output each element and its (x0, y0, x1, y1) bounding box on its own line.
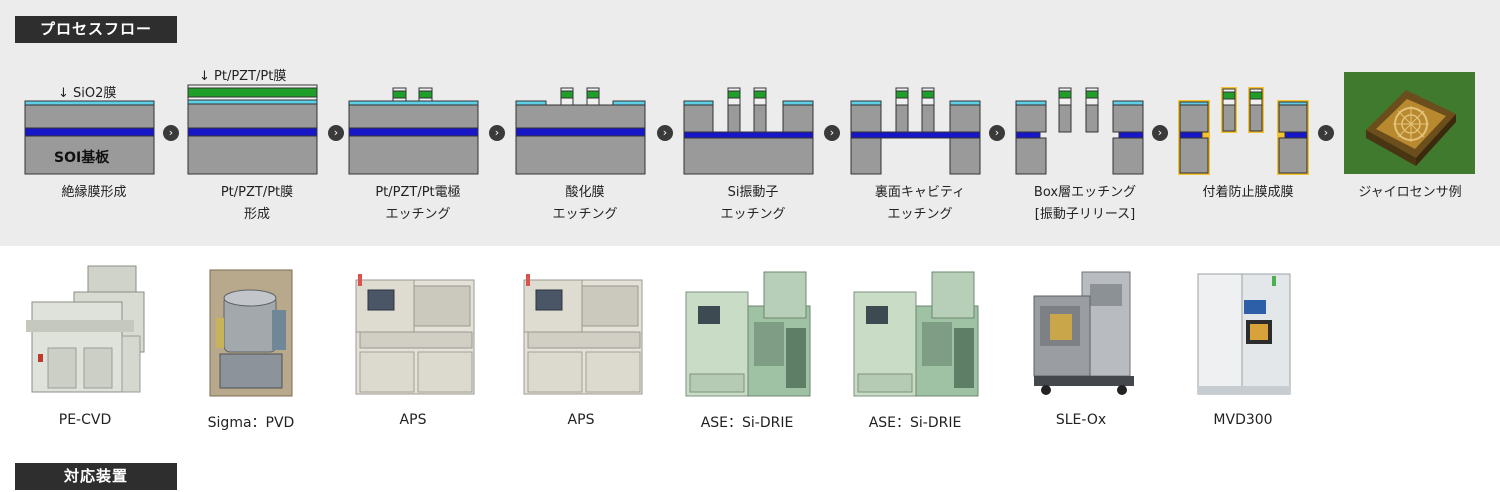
cross-section-diagram (348, 87, 479, 175)
equipment-pe-cvd: PE-CVD (10, 262, 160, 452)
step-box-layer-etching: Box層エッチング[振動子リリース] (1015, 60, 1155, 240)
equipment-aps-1: APS (338, 262, 488, 452)
step-gyro-example: ジャイロセンサ例 (1340, 60, 1480, 240)
equipment-name: SLE-Ox (1055, 412, 1107, 428)
step-oxide-etching: 酸化膜エッチング (515, 60, 655, 240)
equipment-name: Sigma：PVD (207, 415, 295, 431)
equipment-name: ASE：Si-DRIE (868, 415, 962, 431)
step-caption: Si振動子エッチング (720, 185, 786, 222)
cross-section-diagram (1015, 87, 1144, 175)
step-caption: 裏面キャビティエッチング (874, 185, 966, 222)
gyro-sensor-photo (1344, 72, 1475, 174)
equipment-name: ASE：Si-DRIE (700, 415, 794, 431)
chevron-right-icon: › (824, 125, 840, 141)
cross-section-diagram (1178, 87, 1309, 175)
chevron-right-icon: › (489, 125, 505, 141)
chevron-right-icon: › (1318, 125, 1334, 141)
cross-section-diagram (24, 100, 155, 175)
equipment-photo (209, 269, 293, 397)
step-insulating-film: ↓ SiO2膜 SOI基板 絶縁膜形成 (24, 60, 164, 240)
step-caption: Box層エッチング[振動子リリース] (1033, 185, 1137, 222)
equipment-header: 対応装置 (15, 463, 177, 490)
chevron-right-icon: › (657, 125, 673, 141)
equipment-photo (355, 274, 475, 395)
pzt-annotation: ↓ Pt/PZT/Pt膜 (199, 69, 287, 84)
step-pzt-film: ↓ Pt/PZT/Pt膜 Pt/PZT/Pt膜形成 (187, 60, 327, 240)
equipment-photo (523, 274, 643, 395)
equipment-ase-2: ASE：Si-DRIE (840, 262, 990, 452)
cross-section-diagram (515, 87, 646, 175)
cross-section-diagram (850, 87, 981, 175)
equipment-mvd300: MVD300 (1168, 262, 1318, 452)
step-electrode-etching: Pt/PZT/Pt電極エッチング (348, 60, 488, 240)
step-caption: Pt/PZT/Pt膜形成 (220, 185, 294, 222)
cross-section-diagram (187, 84, 318, 175)
step-caption: 絶縁膜形成 (61, 185, 127, 200)
chevron-right-icon: › (163, 125, 179, 141)
chevron-right-icon: › (1152, 125, 1168, 141)
equipment-sle-ox: SLE-Ox (1006, 262, 1156, 452)
step-si-resonator-etching: Si振動子エッチング (683, 60, 823, 240)
equipment-photo (1033, 271, 1134, 395)
equipment-photo (26, 265, 145, 393)
equipment-photo (853, 271, 979, 397)
equipment-name: PE-CVD (58, 412, 112, 428)
equipment-ase-1: ASE：Si-DRIE (672, 262, 822, 452)
substrate-label: SOI基板 (54, 150, 110, 166)
equipment-photo (1197, 273, 1291, 395)
step-anti-stiction-coating: 付着防止膜成膜 (1178, 60, 1318, 240)
cross-section-diagram (683, 87, 814, 175)
equipment-name: MVD300 (1213, 412, 1273, 428)
equipment-photo (685, 271, 811, 397)
chevron-right-icon: › (328, 125, 344, 141)
step-caption: Pt/PZT/Pt電極エッチング (375, 185, 461, 222)
step-caption: ジャイロセンサ例 (1358, 185, 1462, 200)
equipment-name: APS (399, 412, 427, 428)
equipment-sigma-pvd: Sigma：PVD (176, 262, 326, 452)
process-flow-header: プロセスフロー (15, 16, 177, 43)
step-caption: 付着防止膜成膜 (1202, 185, 1294, 200)
step-caption: 酸化膜エッチング (552, 185, 618, 222)
equipment-aps-2: APS (506, 262, 656, 452)
chevron-right-icon: › (989, 125, 1005, 141)
equipment-name: APS (567, 412, 595, 428)
step-backside-cavity-etching: 裏面キャビティエッチング (850, 60, 990, 240)
sio2-annotation: ↓ SiO2膜 (58, 86, 117, 101)
